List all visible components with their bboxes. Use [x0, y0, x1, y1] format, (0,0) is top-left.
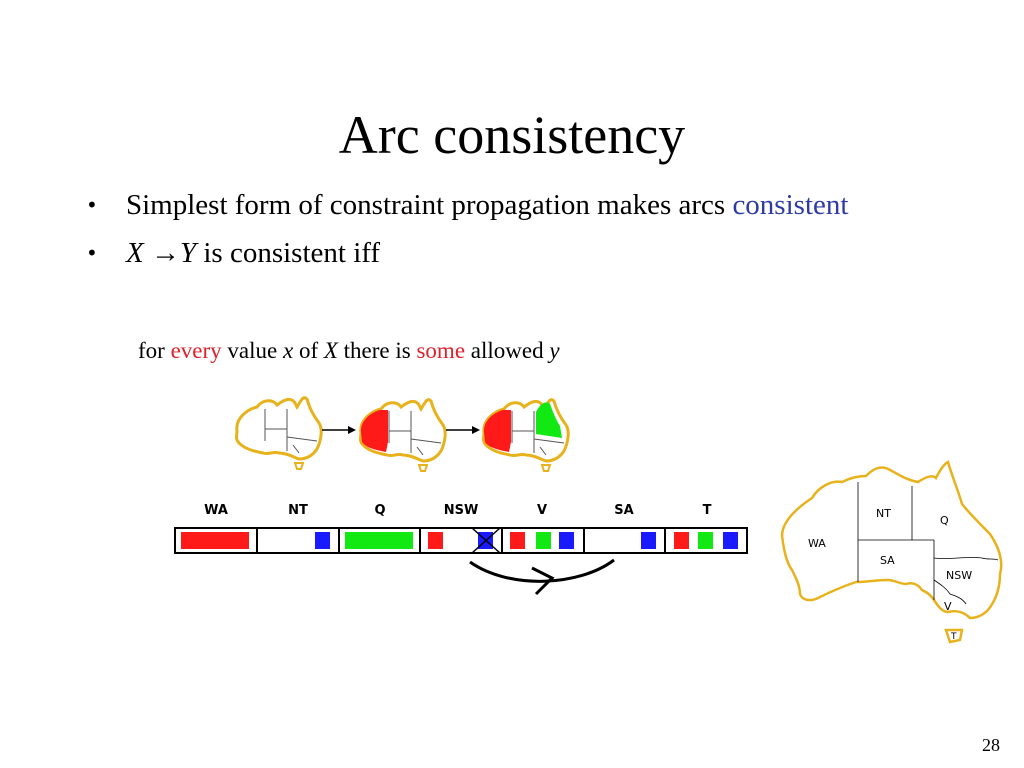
bullet-item-2: • X →Y is consistent iff: [80, 231, 848, 279]
domain-value-v-red: [510, 532, 525, 549]
map-region-wa-red: [483, 410, 511, 452]
bullet-list: • Simplest form of constraint propagatio…: [80, 183, 848, 279]
keyword-some: some: [416, 338, 466, 363]
bullet-dot-icon: •: [86, 193, 98, 217]
mini-map-arrow-2: [446, 426, 480, 434]
arc-arrow-icon: [469, 558, 615, 596]
definition-text: value: [221, 338, 283, 363]
map-label-sa: SA: [880, 554, 895, 567]
variable-x: X: [126, 237, 144, 269]
keyword-every: every: [170, 338, 222, 363]
map-label-q: Q: [940, 514, 949, 527]
map-label-t: T: [950, 632, 957, 642]
domain-label-nt: NT: [288, 503, 308, 518]
variable-y-lower: y: [549, 338, 560, 363]
bullet-dot-icon: •: [86, 241, 98, 265]
domain-label-q: Q: [374, 503, 385, 518]
domain-value-nt-blue: [315, 532, 330, 549]
domain-table-frame: [174, 527, 748, 554]
crossed-out-mark-icon: [471, 527, 501, 554]
australia-map: WA NT Q SA NSW V T: [780, 460, 1003, 644]
domain-value-sa-blue: [641, 532, 656, 549]
domain-label-nsw: NSW: [444, 503, 479, 518]
domain-value-v-green: [536, 532, 551, 549]
domain-value-q-green: [345, 532, 413, 549]
definition-text: allowed: [465, 338, 550, 363]
domain-value-wa-red: [181, 532, 249, 549]
variable-x-lower: x: [282, 338, 294, 363]
bullet-keyword-consistent: consistent: [732, 189, 849, 221]
map-region-wa-red: [360, 410, 388, 452]
variable-x-upper: X: [323, 338, 338, 363]
domain-label-t: T: [703, 503, 712, 518]
variable-y: Y: [179, 237, 197, 269]
domain-value-t-blue: [723, 532, 738, 549]
map-region-q-green: [536, 402, 562, 438]
definition-text: of: [293, 338, 324, 363]
domain-table: WA NT Q NSW V SA T: [174, 503, 748, 554]
tasmania-shape: [944, 628, 964, 644]
map-label-nsw: NSW: [946, 569, 972, 582]
slide-title: Arc consistency: [338, 105, 686, 165]
page-number: 28: [982, 735, 1000, 755]
definition-text: there is: [337, 338, 417, 363]
mini-map-3: [482, 398, 570, 473]
domain-value-nsw-red: [428, 532, 443, 549]
mini-map-1: [235, 396, 323, 471]
bullet-text: Simplest form of constraint propagation …: [126, 189, 733, 221]
map-label-nt: NT: [876, 507, 891, 520]
domain-value-v-blue: [559, 532, 574, 549]
domain-value-t-red: [674, 532, 689, 549]
definition-line: for every value x of X there is some all…: [138, 336, 560, 366]
bullet-item-1: • Simplest form of constraint propagatio…: [80, 183, 848, 231]
domain-label-wa: WA: [204, 503, 228, 518]
map-label-v: V: [944, 600, 952, 613]
bullet-text: is consistent iff: [196, 237, 381, 269]
domain-label-sa: SA: [614, 503, 633, 518]
definition-text: for: [138, 338, 171, 363]
mini-map-2: [359, 398, 447, 473]
map-label-wa: WA: [808, 537, 826, 550]
mini-map-arrow-1: [322, 426, 356, 434]
domain-label-v: V: [537, 503, 547, 518]
arrow-symbol: →: [143, 237, 180, 269]
domain-value-t-green: [698, 532, 713, 549]
